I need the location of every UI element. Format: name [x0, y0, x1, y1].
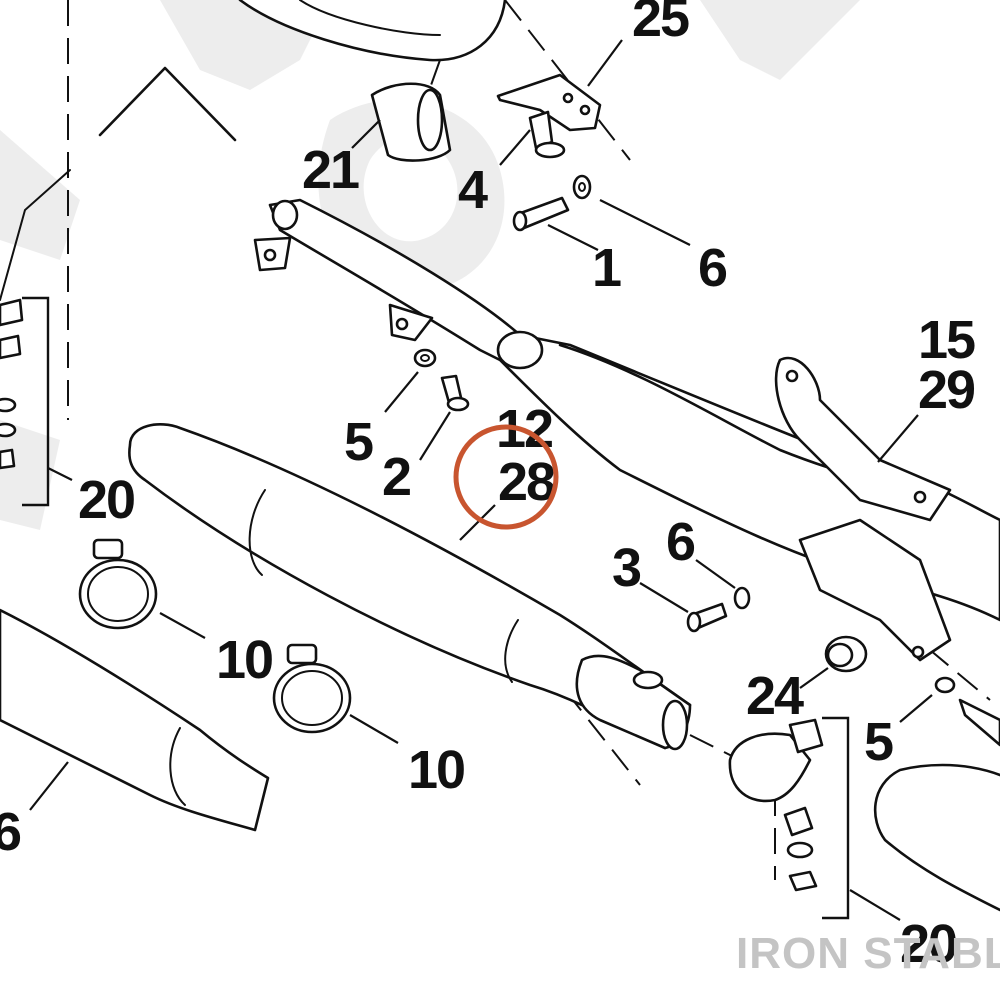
- part-5-washer-left: [413, 348, 437, 368]
- part-3-bolt: [686, 602, 728, 633]
- muffler-lower-left: [0, 608, 270, 832]
- callout-5-left: 5: [344, 412, 373, 472]
- part-10-clamp-lower: [272, 643, 352, 734]
- callout-15: 15: [918, 310, 975, 370]
- part-25-bracket: [496, 73, 602, 132]
- part-10-clamp-upper: [78, 538, 158, 630]
- muffler-lower-right: [873, 763, 1000, 912]
- callout-21: 21: [302, 140, 359, 200]
- kit-20-brackets: [22, 296, 850, 920]
- part-4-bolt: [528, 110, 566, 159]
- callout-10-upper: 10: [216, 630, 272, 690]
- part-21-sleeve: [370, 82, 452, 162]
- callout-24: 24: [746, 666, 804, 726]
- brand-watermark: IRON STABLE: [736, 929, 1000, 978]
- callout-2: 2: [382, 447, 410, 507]
- callout-6-edge: 6: [0, 802, 21, 862]
- callout-10-lower: 10: [408, 740, 464, 800]
- callout-29: 29: [918, 360, 975, 420]
- mounting-bracket-assembly: [253, 198, 1000, 662]
- seat-outline: [238, 0, 507, 62]
- part-20-clamp-kit-left: [0, 298, 24, 470]
- muffler-main: [128, 423, 692, 751]
- leader-lines: [29, 39, 933, 921]
- part-20-clamp-kit-right: [728, 718, 824, 892]
- highlight-circle: [453, 424, 559, 530]
- callout-3: 3: [612, 538, 641, 598]
- heat-shield: [0, 66, 237, 301]
- part-6-washer-right: [733, 586, 751, 610]
- callout-4: 4: [458, 160, 488, 220]
- callout-6-upper: 6: [698, 238, 727, 298]
- callout-25: 25: [632, 0, 689, 48]
- part-1-screw: [512, 196, 570, 232]
- part-5-washer-right: [934, 676, 1000, 747]
- callout-5-right: 5: [864, 712, 893, 772]
- part-24-bushing: [824, 635, 868, 673]
- callout-20-left: 20: [78, 470, 134, 530]
- part-6-washer-upper: [572, 174, 592, 200]
- callout-1: 1: [592, 238, 621, 298]
- part-2-bolt: [440, 374, 470, 412]
- callout-20-right: 20: [900, 914, 956, 974]
- callout-6-right: 6: [666, 512, 695, 572]
- callouts: 25 21 4 1 6 15 29 5 2 12 28 20 6 3 10 10…: [0, 0, 977, 974]
